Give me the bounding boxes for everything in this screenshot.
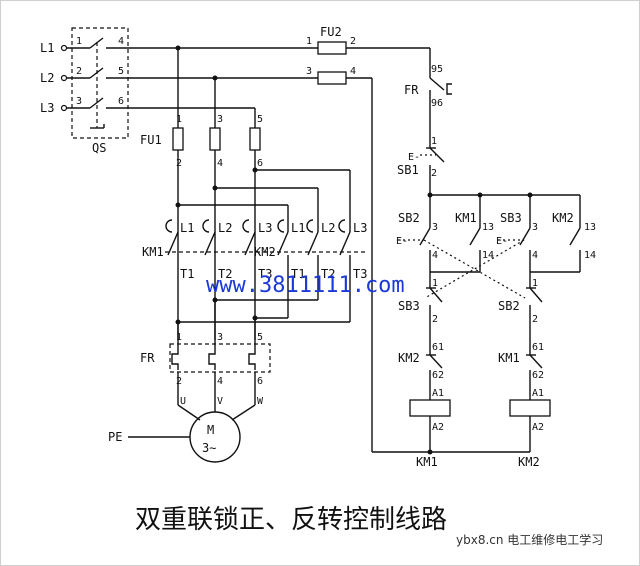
fr-term-96: 96 <box>431 98 443 109</box>
sb2-term-3: 3 <box>432 222 438 233</box>
km2-t2: T2 <box>321 267 335 281</box>
fr-term-4: 4 <box>217 376 223 387</box>
label-km1-nc: KM1 <box>498 351 520 365</box>
sb2-actuator: E- <box>396 236 408 247</box>
label-km2-main: KM2 <box>254 245 276 259</box>
fu1-term-2: 2 <box>176 158 182 169</box>
km1-a2: A2 <box>432 422 444 433</box>
fu2-term-3: 3 <box>306 66 312 77</box>
qs-term-1: 1 <box>76 36 82 47</box>
fu1-term-1: 1 <box>176 114 182 125</box>
sb3-term-3: 3 <box>532 222 538 233</box>
label-sb2-top: SB2 <box>398 211 420 225</box>
label-km2-coil: KM2 <box>518 455 540 469</box>
km2-l2: L2 <box>321 221 335 235</box>
fr-term-6: 6 <box>257 376 263 387</box>
label-v: V <box>217 396 223 407</box>
km2nc-term-61: 61 <box>432 342 444 353</box>
label-w: W <box>257 396 264 407</box>
fu2-term-1: 1 <box>306 36 312 47</box>
fr-term-5: 5 <box>257 332 263 343</box>
label-sb3-nc: SB3 <box>398 299 420 313</box>
km1-t3: T3 <box>258 267 272 281</box>
fr-term-3: 3 <box>217 332 223 343</box>
credit-text: ybx8.cn 电工维修电工学习 <box>456 532 603 547</box>
fu1-term-5: 5 <box>257 114 263 125</box>
km2-l1: L1 <box>291 221 305 235</box>
km1-t2: T2 <box>218 267 232 281</box>
label-l2: L2 <box>40 71 54 85</box>
label-sb2-nc: SB2 <box>498 299 520 313</box>
fu2-term-2: 2 <box>350 36 356 47</box>
label-fr-main: FR <box>140 351 155 365</box>
km2-t1: T1 <box>291 267 305 281</box>
km1-l2: L2 <box>218 221 232 235</box>
diagram-title: 双重联锁正、反转控制线路 <box>135 505 447 535</box>
label-l3: L3 <box>40 101 54 115</box>
fr-term-2: 2 <box>176 376 182 387</box>
label-km1-main: KM1 <box>142 245 164 259</box>
fr-term-95: 95 <box>431 64 443 75</box>
label-km1-aux: KM1 <box>455 211 477 225</box>
km2nc-term-62: 62 <box>432 370 444 381</box>
fr-thermal-relay <box>169 343 271 373</box>
motor-3phase: 3∼ <box>202 441 216 455</box>
sb2nc-term-1: 1 <box>532 278 538 289</box>
sb2nc-term-2: 2 <box>532 314 538 325</box>
km1-l1: L1 <box>180 221 194 235</box>
watermark: www.3811111.com <box>206 273 405 298</box>
fr-term-1: 1 <box>176 332 182 343</box>
km1-l3: L3 <box>258 221 272 235</box>
label-fr-ctrl: FR <box>404 83 419 97</box>
label-fu1: FU1 <box>140 133 162 147</box>
label-sb3-top: SB3 <box>500 211 522 225</box>
sb3nc-term-2: 2 <box>432 314 438 325</box>
qs-term-6: 6 <box>118 96 124 107</box>
fu1-term-3: 3 <box>217 114 223 125</box>
km1-coil <box>409 399 451 417</box>
qs-term-5: 5 <box>118 66 124 77</box>
km2-t3: T3 <box>353 267 367 281</box>
sb1-actuator: E- <box>408 152 420 163</box>
km1-a1: A1 <box>432 388 444 399</box>
sb3-actuator: E- <box>496 236 508 247</box>
sb3nc-term-1: 1 <box>432 278 438 289</box>
qs-term-2: 2 <box>76 66 82 77</box>
km1-t1: T1 <box>180 267 194 281</box>
sb2-term-4: 4 <box>432 250 438 261</box>
label-fu2: FU2 <box>320 25 342 39</box>
qs-switch <box>60 27 255 139</box>
qs-term-4: 4 <box>118 36 124 47</box>
sb1-term-1: 1 <box>431 136 437 147</box>
label-sb1: SB1 <box>397 163 419 177</box>
main-contacts <box>165 219 365 323</box>
motor-m: M <box>207 423 214 437</box>
km2-a1: A1 <box>532 388 544 399</box>
label-km2-nc: KM2 <box>398 351 420 365</box>
km2-term-14: 14 <box>584 250 596 261</box>
label-u: U <box>180 396 186 407</box>
km2-coil <box>509 399 551 417</box>
fu1-term-6: 6 <box>257 158 263 169</box>
km2-l3: L3 <box>353 221 367 235</box>
sb3-term-4: 4 <box>532 250 538 261</box>
label-km1-coil: KM1 <box>416 455 438 469</box>
label-pe: PE <box>108 430 122 444</box>
km2-term-13: 13 <box>584 222 596 233</box>
km1nc-term-61: 61 <box>532 342 544 353</box>
km1-term-13: 13 <box>482 222 494 233</box>
fu2-term-4: 4 <box>350 66 356 77</box>
km1-term-14: 14 <box>482 250 494 261</box>
label-l1: L1 <box>40 41 54 55</box>
label-qs: QS <box>92 141 106 155</box>
label-km2-aux: KM2 <box>552 211 574 225</box>
qs-term-3: 3 <box>76 96 82 107</box>
fu1-term-4: 4 <box>217 158 223 169</box>
km1nc-term-62: 62 <box>532 370 544 381</box>
km2-a2: A2 <box>532 422 544 433</box>
sb1-term-2: 2 <box>431 168 437 179</box>
